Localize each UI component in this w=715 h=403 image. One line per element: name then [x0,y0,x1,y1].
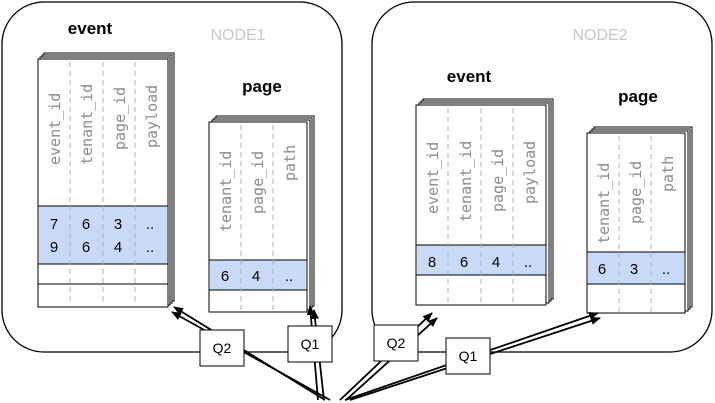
highlight-rows [588,252,684,284]
column-header: payload [143,85,161,148]
table-cell: 3 [114,216,122,233]
column-header: path [281,145,299,181]
arrow-q2-node1-event [173,306,326,401]
node1: NODE1 event event_id tenant_id page_id p… [1,1,343,353]
column-header: tenant_id [78,84,96,165]
column-header: payload [521,141,539,204]
table-cell: 6 [598,261,606,278]
query-label: Q2 [213,340,232,356]
table-cell: 6 [82,239,90,256]
query-label-box [445,337,491,375]
table-title: page [242,77,282,96]
column-header: tenant_id [217,151,235,232]
query-label: Q1 [459,348,478,364]
arrow-q2-node1-event [171,311,331,401]
table-cell: .. [146,216,154,233]
query-label: Q1 [301,336,320,352]
column-header: path [659,156,677,192]
node2-event-table: event event_id tenant_id page_id payload… [415,67,554,306]
table-cell: 4 [492,254,500,271]
table-cell: 8 [428,254,436,271]
query-label-q1-node1: Q1 [287,325,333,363]
node2-page-table: page tenant_id page_id path 6 3 .. [586,87,693,314]
table-cell: 4 [252,268,260,285]
query-label-q2-node2: Q2 [373,324,419,362]
query-label-box [373,324,419,362]
table-cell: 3 [630,261,638,278]
column-header: page_id [249,151,267,214]
table-cell: 7 [50,216,58,233]
table-title: event [68,19,113,38]
node1-event-table: event event_id tenant_id page_id payload… [37,19,175,308]
highlight-rows [210,260,306,290]
table-cell: 6 [221,268,229,285]
table-cell: 6 [82,216,90,233]
query-label-box [287,325,333,363]
node2-label: NODE2 [572,27,627,44]
table-cell: .. [662,261,670,278]
table-cell: 6 [460,254,468,271]
query-label-q2-node1: Q2 [199,329,245,367]
query-label-q1-node2: Q1 [445,337,491,375]
column-header: tenant_id [457,141,475,222]
query-label: Q2 [387,335,406,351]
table-title: page [618,87,658,106]
column-header: page_id [489,149,507,212]
column-header: event_id [424,142,442,214]
node2: NODE2 event event_id tenant_id page_id p… [371,1,713,353]
table-title: event [447,67,492,86]
table-cell: 4 [114,239,122,256]
table-cell: 9 [50,239,58,256]
column-header: event_id [46,93,64,165]
node1-label: NODE1 [210,27,265,44]
table-cell: .. [285,268,293,285]
node1-page-table: page tenant_id page_id path 6 4 .. [208,77,315,313]
table-cell: .. [524,254,532,271]
column-header: tenant_id [595,163,613,244]
column-header: page_id [111,87,129,150]
table-cell: .. [146,239,154,256]
column-header: page_id [627,161,645,224]
query-label-box [199,329,245,367]
